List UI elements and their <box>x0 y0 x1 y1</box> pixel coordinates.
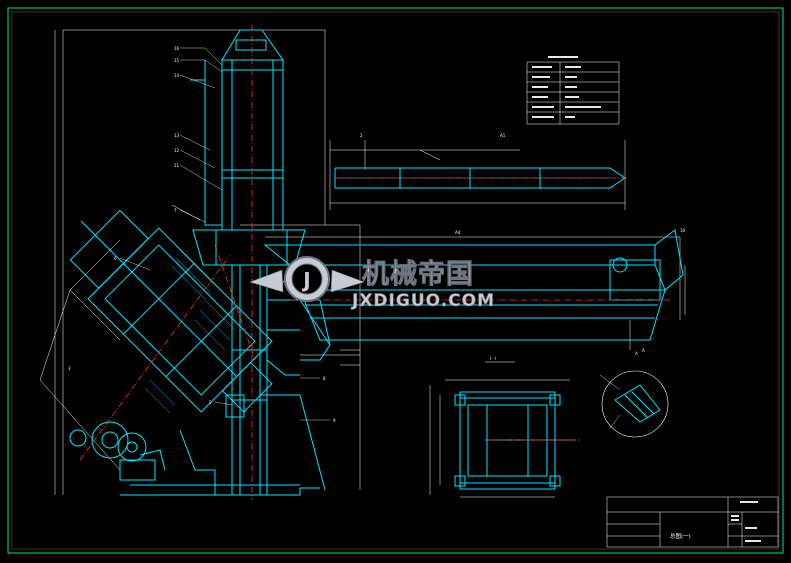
specification-table <box>526 56 620 125</box>
svg-text:A: A <box>642 348 645 353</box>
svg-text:A4: A4 <box>455 230 461 235</box>
svg-text:13: 13 <box>174 133 180 138</box>
drawing-title-line2: 总图(一) <box>670 532 691 540</box>
svg-text:5: 5 <box>209 400 212 405</box>
discharge-assembly-view: A4 10A <box>263 228 686 356</box>
svg-text:9: 9 <box>333 418 336 423</box>
svg-text:15: 15 <box>174 58 180 63</box>
svg-text:7: 7 <box>174 208 177 213</box>
svg-text:16: 16 <box>174 46 180 51</box>
svg-text:J: J <box>301 268 310 292</box>
svg-text:2: 2 <box>360 133 363 138</box>
horizontal-shaft-detail: 2 A1 <box>329 133 628 210</box>
main-assembly-view: 16 15 14 13 12 11 7 6 3 8 9 5 <box>39 25 361 500</box>
svg-text:8: 8 <box>323 376 326 381</box>
watermark-chinese-text: 机械帝国 <box>362 258 474 290</box>
section-view-i-i: I - I <box>429 356 580 498</box>
svg-text:A: A <box>635 351 638 356</box>
title-block: 总图(一) <box>606 496 779 548</box>
watermark-logo: J 机械帝国 JXDIGUO.COM <box>249 256 495 311</box>
watermark-english-text: JXDIGUO.COM <box>351 291 495 311</box>
svg-text:10: 10 <box>680 228 686 233</box>
detail-view-circle: A <box>599 348 669 438</box>
svg-text:6: 6 <box>114 256 117 261</box>
svg-text:14: 14 <box>174 73 180 78</box>
svg-text:12: 12 <box>174 148 180 153</box>
section-title: I - I <box>490 356 496 361</box>
drawing-frame <box>7 7 784 554</box>
svg-text:A1: A1 <box>500 133 506 138</box>
svg-text:3: 3 <box>68 366 71 371</box>
gear-wings-icon: J <box>249 256 365 302</box>
svg-text:11: 11 <box>174 163 180 168</box>
